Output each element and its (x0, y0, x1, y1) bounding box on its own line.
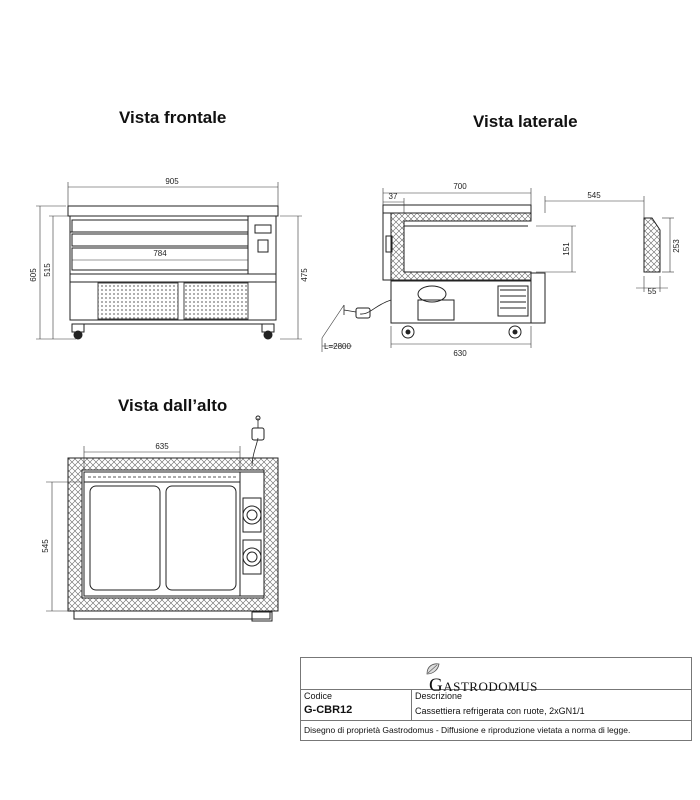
top-insulation (67, 457, 279, 612)
dim-top-635: 635 (155, 442, 169, 451)
leaf-icon (426, 663, 440, 675)
side-insulation (390, 212, 532, 281)
dim-section-253: 253 (672, 239, 681, 253)
dim-side-cable: L=2800 (324, 342, 351, 351)
top-fan-upper (242, 505, 262, 525)
section-detail (636, 217, 674, 292)
side-wheel-left (401, 325, 415, 339)
code-label: Codice (304, 691, 333, 701)
front-wheel-right (263, 330, 273, 340)
front-switch (257, 239, 269, 253)
ownership-notice: Disegno di proprietà Gastrodomus - Diffu… (304, 725, 631, 735)
dim-side-630: 630 (453, 349, 467, 358)
front-countertop (67, 205, 279, 217)
top-view-title: Vista dall’alto (118, 396, 228, 415)
product-description: Cassettiera refrigerata con ruote, 2xGN1… (415, 706, 585, 716)
dim-front-height-total: 605 (29, 268, 38, 282)
front-view (36, 182, 302, 340)
dim-front-width: 905 (165, 177, 179, 186)
brand-name: GASTRODOMUS (429, 675, 538, 696)
front-grille-left (97, 282, 179, 320)
top-gn-pan-right (165, 485, 237, 591)
dim-side-37: 37 (389, 192, 398, 201)
front-drawer-top (71, 219, 249, 233)
front-control-display (254, 224, 272, 234)
dim-front-height-475: 475 (300, 268, 309, 282)
description-label: Descrizione (415, 691, 463, 701)
dim-side-545: 545 (587, 191, 601, 200)
brand-logo-area: GASTRODOMUS (301, 658, 691, 696)
top-view (46, 415, 279, 622)
side-condenser (530, 272, 546, 324)
title-block-info-row: Codice G-CBR12 Descrizione Cassettiera r… (301, 689, 691, 721)
side-view-title: Vista laterale (473, 112, 578, 131)
product-code: G-CBR12 (304, 704, 353, 716)
title-block: GASTRODOMUS Codice G-CBR12 Descrizione C… (300, 657, 692, 741)
top-gn-pan-left (89, 485, 161, 591)
dim-front-height-515: 515 (43, 263, 52, 277)
side-compressor (417, 285, 447, 303)
front-grille-right (183, 282, 249, 320)
front-view-title: Vista frontale (119, 108, 227, 127)
dim-side-depth: 700 (453, 182, 467, 191)
top-fan-lower (242, 547, 262, 567)
side-wheel-right (508, 325, 522, 339)
dim-section-55: 55 (648, 287, 657, 296)
side-view (321, 188, 645, 352)
dim-front-drawer: 784 (153, 249, 167, 258)
dim-side-151: 151 (562, 242, 571, 256)
front-wheel-left (73, 330, 83, 340)
dim-top-545: 545 (41, 539, 50, 553)
